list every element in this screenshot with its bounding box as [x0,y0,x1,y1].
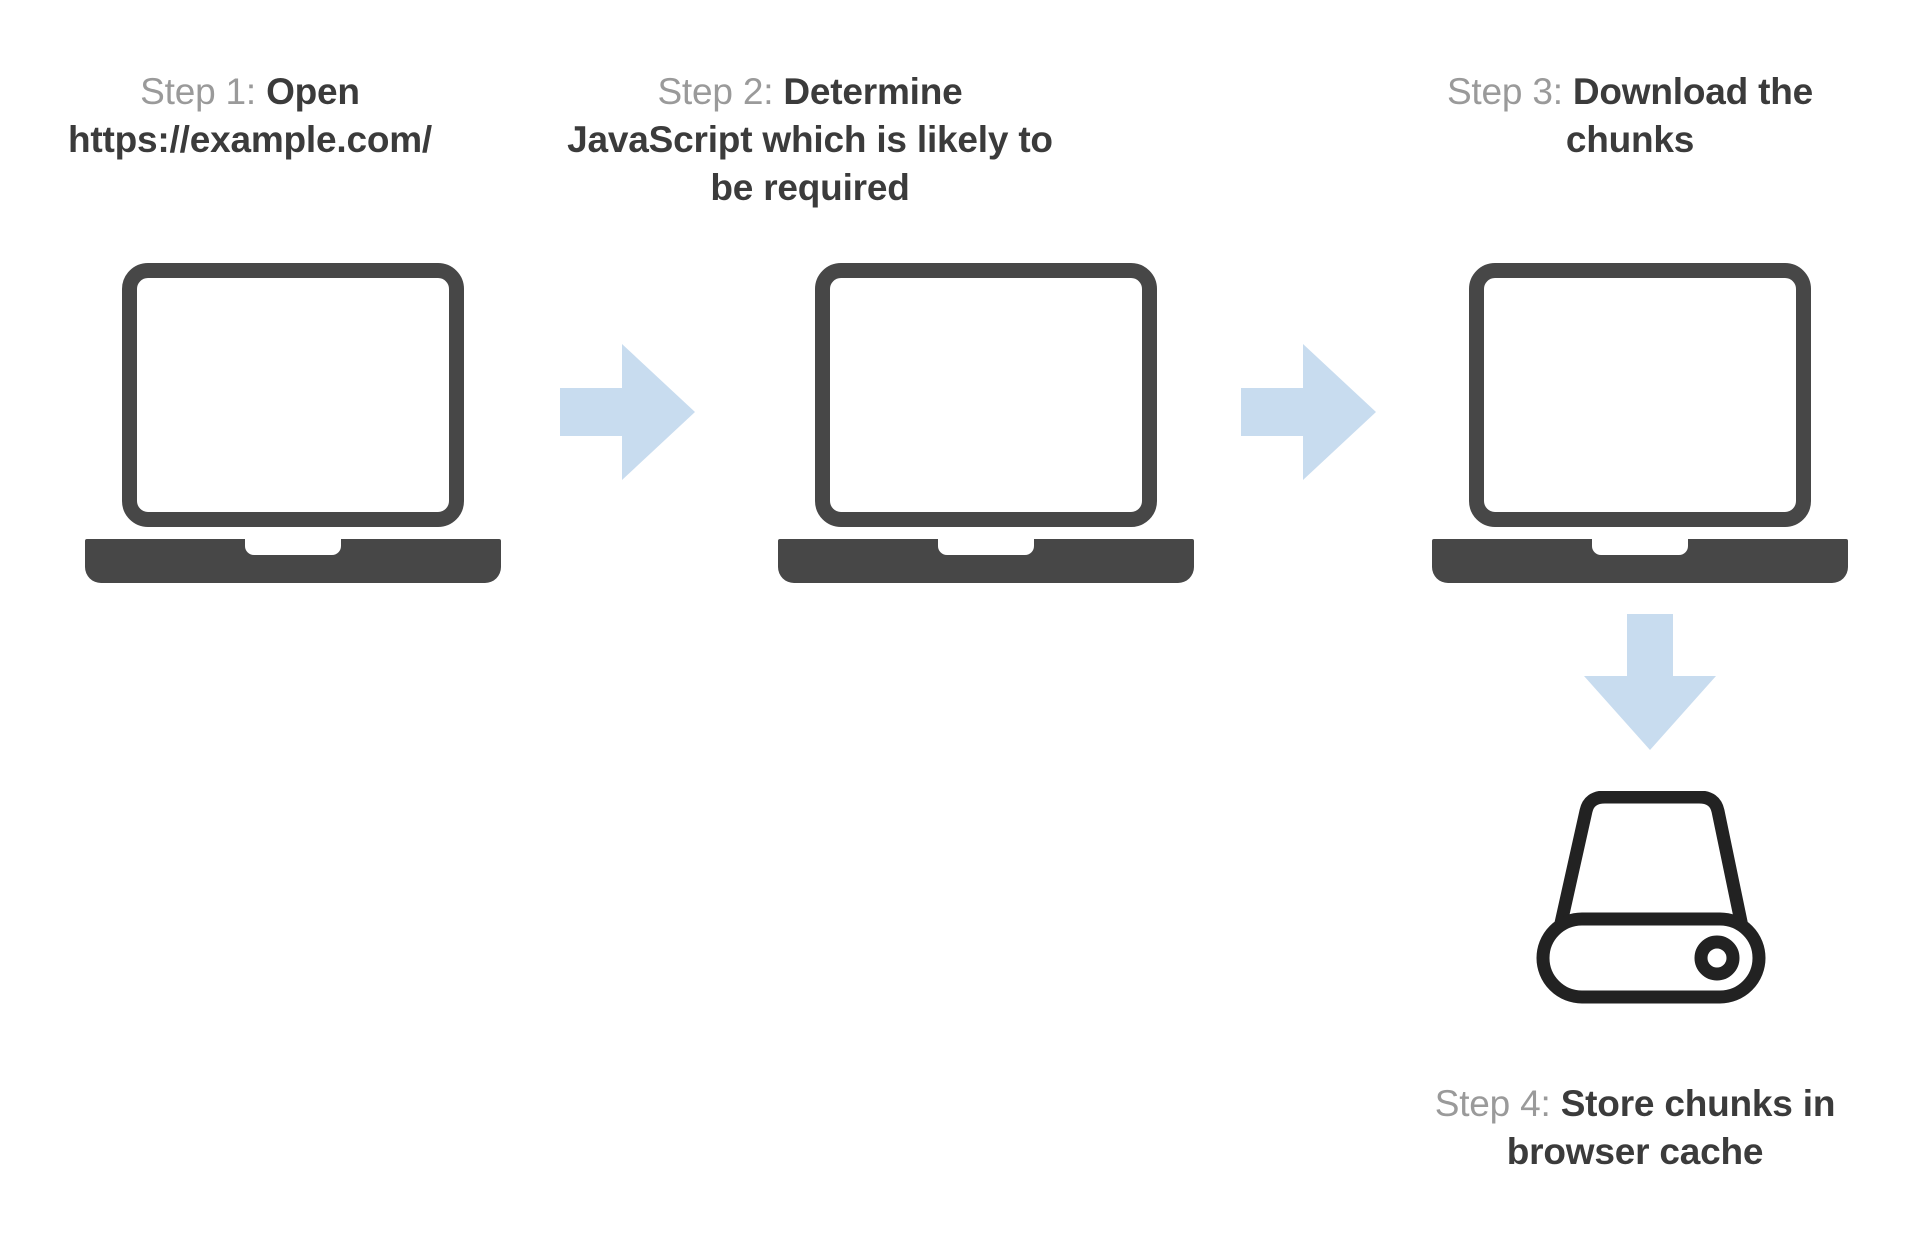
laptop-base [778,538,1194,583]
step-2-caption: Step 2: Determine JavaScript which is li… [560,68,1060,212]
step-2-prefix: Step 2: [657,71,784,112]
step-1-text: Open https://example.com/ [67,71,433,161]
hard-drive-slab [1536,912,1766,1004]
laptop-icon [85,263,501,583]
laptop-base [85,538,501,583]
step-4-caption: Step 4: Store chunks in browser cache [1420,1080,1850,1176]
hard-drive-body [1550,790,1752,948]
laptop-base-notch [938,538,1034,555]
arrow-down-icon [1584,614,1716,750]
step-4-text: Store chunks in browser cache [1506,1083,1836,1173]
laptop-screen [122,263,464,527]
arrow-right-icon [560,344,695,480]
step-3-caption: Step 3: Download the chunks [1410,68,1850,164]
step-3-text: Download the chunks [1565,71,1814,161]
step-1-caption: Step 1: Open https://example.com/ [30,68,470,164]
step-1-prefix: Step 1: [140,71,267,112]
laptop-base-notch [1592,538,1688,555]
laptop-base-notch [245,538,341,555]
laptop-icon [778,263,1194,583]
hard-drive-led [1694,935,1740,981]
laptop-icon [1432,263,1848,583]
laptop-base [1432,538,1848,583]
step-4-prefix: Step 4: [1434,1083,1561,1124]
laptop-screen [1469,263,1811,527]
arrow-right-icon [1241,344,1376,480]
laptop-screen [815,263,1157,527]
step-2-text: Determine JavaScript which is likely to … [567,71,1053,209]
hard-drive-icon [1531,790,1771,1005]
step-3-prefix: Step 3: [1446,71,1573,112]
